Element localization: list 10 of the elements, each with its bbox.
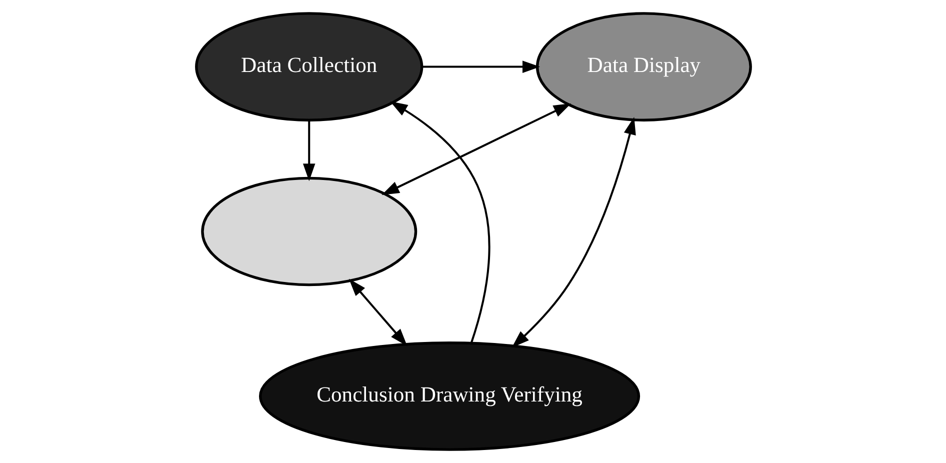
arrow bbox=[348, 278, 407, 346]
arrow bbox=[511, 116, 636, 348]
arrow bbox=[381, 103, 571, 196]
node-ellipse: Data Display bbox=[535, 12, 752, 122]
arrow bbox=[422, 60, 540, 73]
arrow bbox=[390, 101, 490, 344]
arrow bbox=[302, 120, 315, 182]
node-ellipse: Conclusion Drawing Verifying bbox=[258, 342, 640, 451]
node-ellipse: Data Collection bbox=[194, 12, 423, 122]
node-ellipse bbox=[200, 176, 417, 286]
